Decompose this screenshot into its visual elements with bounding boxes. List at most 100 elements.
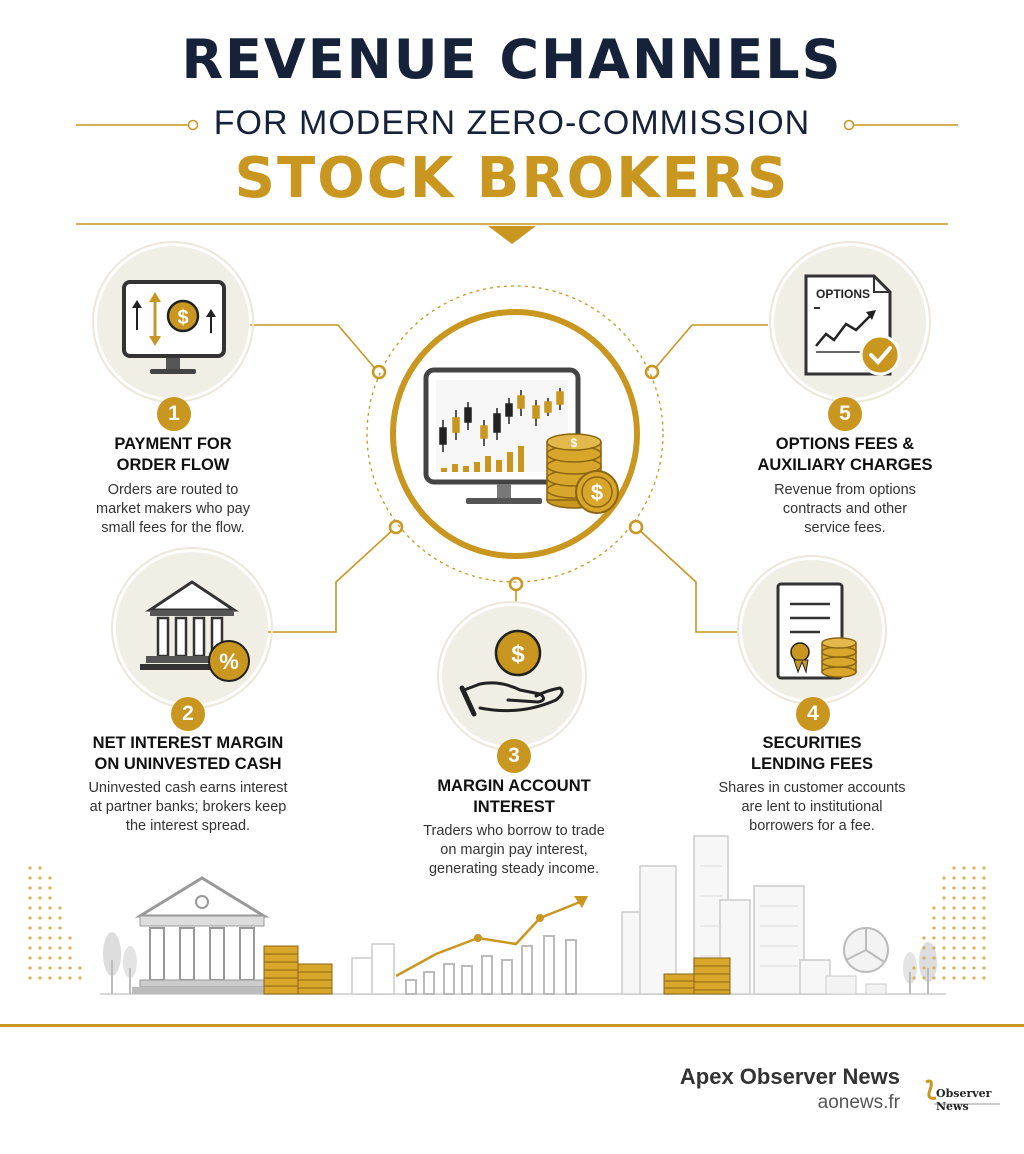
decor-dot: [982, 926, 986, 930]
decor-dot: [58, 956, 62, 960]
heading-line: PAYMENT FOR: [114, 435, 232, 453]
decor-dot: [78, 966, 82, 970]
decor-dot: [982, 936, 986, 940]
decor-dot: [28, 946, 32, 950]
decor-dot: [962, 886, 966, 890]
decor-dot: [28, 876, 32, 880]
decor-dot: [952, 976, 956, 980]
desc-line: are lent to institutional: [741, 799, 883, 815]
decor-dot: [962, 916, 966, 920]
decor-dot: [982, 876, 986, 880]
decor-dot: [68, 936, 72, 940]
decor-dot: [972, 936, 976, 940]
decor-dot: [28, 896, 32, 900]
decor-dot: [982, 906, 986, 910]
decor-dot: [38, 866, 42, 870]
decor-dot: [58, 976, 62, 980]
decor-dot: [38, 946, 42, 950]
decor-dot: [952, 956, 956, 960]
channel-4-heading: SECURITIES LENDING FEES: [712, 733, 912, 775]
heading-line: ON UNINVESTED CASH: [94, 755, 282, 773]
channel-4-number: 4: [796, 697, 830, 731]
decor-dot: [48, 926, 52, 930]
decor-dot: [972, 876, 976, 880]
decor-dot: [942, 876, 946, 880]
dollar-glyph: $: [177, 307, 188, 329]
decor-dot: [68, 966, 72, 970]
decor-dot: [38, 976, 42, 980]
decor-dot: [952, 886, 956, 890]
decor-dot: [982, 866, 986, 870]
desc-line: generating steady income.: [428, 861, 600, 877]
decor-dot: [942, 906, 946, 910]
dot-pattern-right: [912, 866, 986, 980]
decor-dot: [932, 966, 936, 970]
decor-dot: [58, 906, 62, 910]
heading-line: AUXILIARY CHARGES: [757, 456, 933, 474]
decor-dot: [932, 956, 936, 960]
decor-dot: [28, 906, 32, 910]
decor-dot: [942, 896, 946, 900]
decor-dot: [38, 916, 42, 920]
decor-dot: [962, 926, 966, 930]
decor-dot: [952, 876, 956, 880]
logo-text: Observer News: [936, 1087, 992, 1113]
decor-dot: [972, 906, 976, 910]
desc-line: small fees for the flow.: [101, 520, 245, 536]
heading-line: INTEREST: [473, 798, 555, 816]
dollar-glyph: $: [511, 641, 525, 668]
decor-dot: [68, 956, 72, 960]
decor-dot: [962, 876, 966, 880]
decor-dot: [922, 956, 926, 960]
decor-dot: [922, 946, 926, 950]
channel-2-description: Uninvested cash earns interest at partne…: [63, 779, 313, 836]
channel-4-description: Shares in customer accounts are lent to …: [697, 779, 927, 836]
decor-dot: [48, 956, 52, 960]
decor-dot: [28, 926, 32, 930]
decor-dot: [58, 946, 62, 950]
decor-dot: [28, 966, 32, 970]
decor-dot: [28, 936, 32, 940]
desc-line: contracts and other: [782, 501, 908, 517]
desc-line: Traders who borrow to trade: [423, 823, 605, 839]
connector-lines: [250, 324, 768, 633]
decor-dot: [932, 916, 936, 920]
title-line2: FOR MODERN ZERO-COMMISSION: [213, 104, 811, 142]
central-hub-icon: $ $: [366, 285, 664, 583]
decor-dot: [28, 956, 32, 960]
brand-url[interactable]: aonews.fr: [817, 1092, 900, 1113]
decor-dot: [962, 936, 966, 940]
channel-5-number: 5: [828, 397, 862, 431]
channel-1-heading: PAYMENT FOR ORDER FLOW: [73, 434, 273, 476]
decor-dot: [962, 866, 966, 870]
decor-dot: [942, 886, 946, 890]
decor-dot: [982, 946, 986, 950]
decor-dot: [68, 976, 72, 980]
decor-dot: [58, 966, 62, 970]
channel-5-heading: OPTIONS FEES & AUXILIARY CHARGES: [735, 434, 955, 476]
connector-nodes: [371, 364, 660, 592]
svg-text:$: $: [591, 480, 603, 505]
decor-dot: [952, 966, 956, 970]
desc-line: Orders are routed to: [107, 482, 239, 498]
decor-dot: [942, 976, 946, 980]
decor-dot: [78, 976, 82, 980]
heading-line: LENDING FEES: [751, 755, 873, 773]
decor-dot: [48, 886, 52, 890]
decor-dot: [982, 886, 986, 890]
decor-dot: [932, 906, 936, 910]
decor-dot: [962, 906, 966, 910]
decor-dot: [48, 946, 52, 950]
decor-dot: [972, 916, 976, 920]
desc-line: market makers who pay: [96, 501, 250, 517]
decor-dot: [952, 916, 956, 920]
decor-dot: [28, 916, 32, 920]
dot-pattern-left: [28, 866, 82, 980]
decor-dot: [58, 916, 62, 920]
decor-dot: [48, 966, 52, 970]
decor-dot: [942, 926, 946, 930]
decor-dot: [962, 956, 966, 960]
decor-dot: [962, 946, 966, 950]
decor-dot: [982, 976, 986, 980]
decor-dot: [952, 866, 956, 870]
